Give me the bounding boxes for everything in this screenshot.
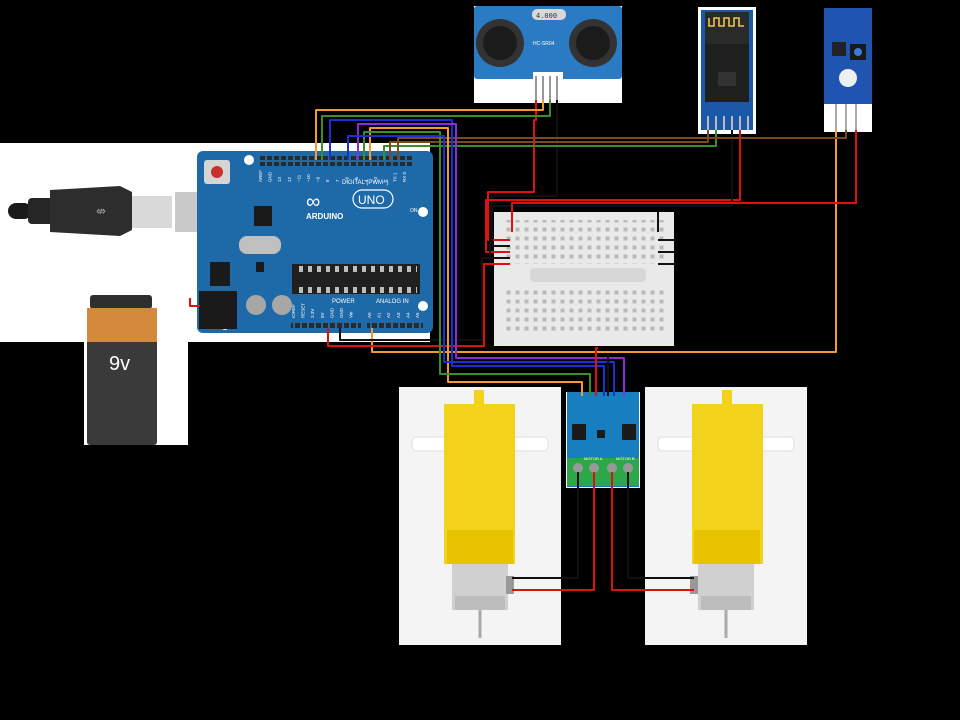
wires — [189, 100, 857, 591]
power-header — [291, 321, 361, 330]
wire-ena — [369, 127, 583, 396]
pin-label: A2 — [386, 312, 391, 318]
pin-label: RESET — [301, 303, 306, 318]
wire-us-gnd — [491, 100, 558, 247]
power-label: POWER — [332, 299, 355, 305]
wire-5v — [327, 263, 510, 347]
pin-label: ~10 — [306, 174, 311, 182]
pin-label: ~9 — [316, 176, 321, 182]
pin-label: RX 0 — [402, 171, 407, 182]
pin-label: 5V — [320, 312, 325, 318]
motor-b-label: MOTOR B — [616, 456, 635, 461]
pin-label: A1 — [377, 312, 382, 318]
antenna-icon — [708, 17, 744, 27]
pin-label: Vin — [349, 311, 354, 318]
wire-us-vcc — [487, 100, 537, 241]
pin-label: 12 — [287, 176, 292, 182]
pin-label: A5 — [415, 312, 420, 318]
wire-motor-left-b — [512, 472, 595, 591]
pin-label: A4 — [405, 312, 410, 318]
wire-bt-vcc — [485, 130, 741, 253]
pin-label: 2 — [383, 179, 388, 182]
wire-us-echo — [321, 100, 551, 160]
on-label: ON — [410, 208, 418, 214]
pin-label: 3.3V — [310, 309, 315, 318]
ir-led-icon — [839, 69, 857, 87]
wire-in2 — [329, 119, 605, 396]
wire-ir-gnd — [397, 130, 847, 160]
arduino-logo-text: ARDUINO — [306, 212, 343, 221]
analog-label: ANALOG IN — [376, 299, 409, 305]
pin-label: ~5 — [354, 176, 359, 182]
pin-label: GND — [339, 307, 344, 318]
digital-label: DIGITAL (PWM~) — [342, 180, 389, 186]
mini-breadboard — [494, 212, 674, 346]
pin-label: GND — [329, 307, 334, 318]
wire-gnd — [339, 257, 510, 341]
pin-label: TX 1 — [392, 172, 397, 182]
wire-bt-tx — [389, 130, 709, 160]
pin-label: AREF — [258, 170, 263, 182]
pin-label: GND — [268, 171, 273, 182]
wire-in4 — [347, 135, 615, 396]
crystal-text: 4.000 — [536, 12, 557, 20]
pin-label: 7 — [335, 179, 340, 182]
pin-label: IOREF — [291, 304, 296, 318]
right-motor — [645, 387, 807, 645]
arduino-model-text: UNO — [358, 193, 385, 207]
battery-cap — [90, 295, 152, 309]
pin-label: 13 — [277, 176, 282, 182]
wire-in3 — [357, 123, 625, 396]
battery-label: 9v — [109, 353, 130, 375]
wire-motor-left-a — [512, 472, 579, 579]
pin-label: ~6 — [344, 176, 349, 182]
pin-label: ~11 — [296, 174, 301, 182]
breadboard-jumpers — [658, 239, 674, 265]
pin-label: A0 — [367, 312, 372, 318]
usb-icon: ⇎ — [96, 204, 106, 218]
digital-header — [258, 156, 413, 166]
wire-vin — [189, 298, 200, 307]
left-motor — [399, 387, 561, 645]
pin-label: 8 — [325, 179, 330, 182]
battery-9v: 9v — [87, 295, 157, 445]
pin-label: 4 — [364, 179, 369, 182]
bluetooth-module — [698, 7, 756, 134]
ir-sensor — [824, 8, 872, 132]
ultrasonic-sensor: 4.000 HC-SR04 — [474, 6, 622, 103]
wire-motor-right-b — [627, 472, 694, 579]
ultrasonic-model-text: HC-SR04 — [533, 41, 555, 47]
pin-label: A3 — [396, 312, 401, 318]
arduino-logo-icon: ∞ — [306, 191, 320, 213]
wire-drv-5v — [595, 347, 598, 396]
wire-bt-rx — [383, 130, 717, 160]
power-pin-labels: IOREF RESET 3.3V 5V GND GND Vin — [291, 303, 354, 318]
wire-ir-vcc — [511, 130, 857, 232]
analog-pin-labels: A0 A1 A2 A3 A4 A5 — [367, 312, 420, 318]
wire-us-trig — [315, 100, 544, 160]
wire-motor-right-a — [611, 472, 694, 591]
pin-label: ~3 — [373, 176, 378, 182]
arduino-uno: ∞ ARDUINO UNO DIGITAL (PWM~) POWER ANALO… — [197, 151, 433, 333]
motor-a-label: MOTOR A — [584, 456, 603, 461]
digital-pin-labels: AREF GND 13 12 ~11 ~10 ~9 8 7 ~6 ~5 4 ~3 2 TX 1 RX 0 — [258, 170, 407, 182]
analog-header — [367, 321, 423, 330]
dc-jack — [199, 291, 237, 329]
